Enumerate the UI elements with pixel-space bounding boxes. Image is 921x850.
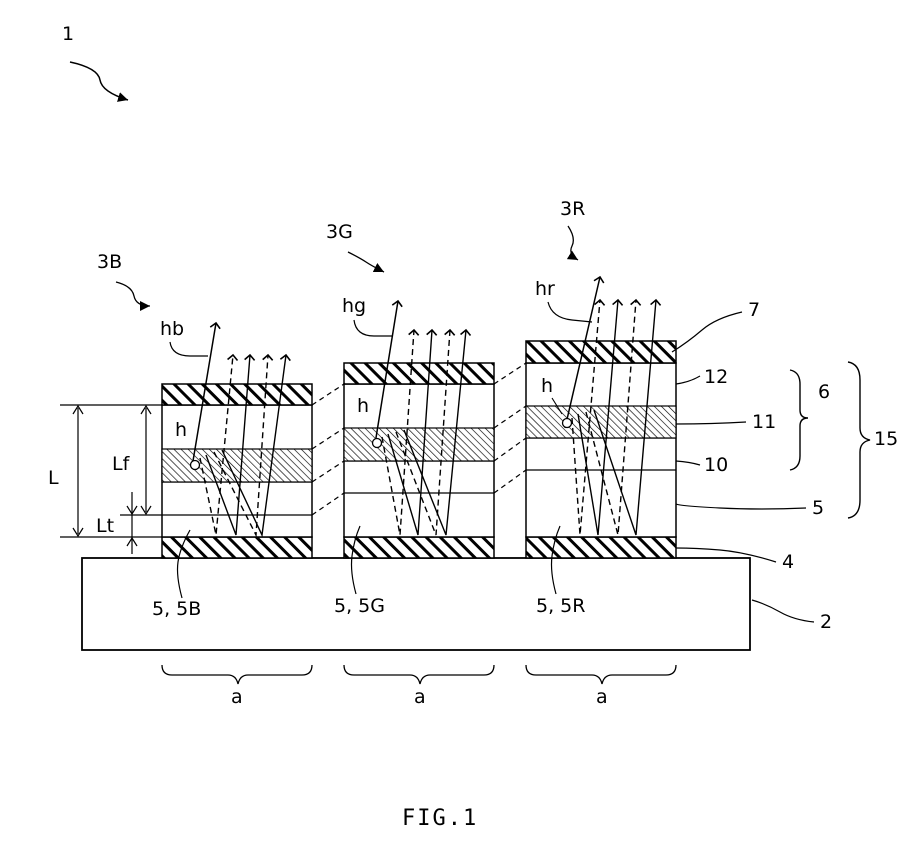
ref-7-leader	[672, 312, 742, 352]
ref-11-leader	[676, 422, 746, 424]
pixel-r-label-pointer	[568, 226, 578, 260]
brace-15	[848, 362, 870, 518]
layer-5r-label: 5, 5R	[536, 595, 585, 617]
ref-5-leader	[676, 504, 806, 509]
ref-11-label: 11	[752, 411, 776, 433]
dimension-Lt-label: Lt	[96, 515, 114, 537]
ref-2-leader	[752, 600, 814, 622]
pixel-b-label: 3B	[97, 251, 122, 273]
ref-7-label: 7	[748, 299, 760, 321]
pixel-b-electrode-7	[162, 384, 312, 405]
pixel-r-emitting-layer-11	[526, 406, 676, 438]
pixel-b-label-pointer	[116, 282, 150, 306]
dimension-L-label: L	[48, 467, 59, 489]
ref-15-label: 15	[874, 428, 898, 450]
pixel-g	[344, 301, 494, 558]
light-hb-label: hb	[160, 318, 184, 340]
emission-r-label: h	[541, 375, 553, 397]
ref-12-leader	[676, 376, 700, 384]
figure-number-label: 1	[62, 23, 74, 45]
layer-5b-label: 5, 5B	[152, 598, 201, 620]
light-hb-leader	[170, 342, 208, 356]
pixel-g-label: 3G	[326, 221, 353, 243]
width-g-label: a	[414, 686, 426, 708]
pixel-r-electrode-7	[526, 341, 676, 363]
ref-12-label: 12	[704, 366, 728, 388]
emission-g-label: h	[357, 395, 369, 417]
light-hr-leader	[548, 302, 592, 322]
pixel-g-electrode-7	[344, 363, 494, 384]
pixel-g-emitting-layer-11	[344, 428, 494, 461]
pixel-b-emission-point	[191, 461, 200, 470]
pixel-g-reflective-layer-4	[344, 537, 494, 558]
ref-2-label: 2	[820, 611, 832, 633]
emission-b-label: h	[175, 419, 187, 441]
light-hg-label: hg	[342, 295, 366, 317]
dimension-Lf-label: Lf	[112, 453, 131, 475]
pixel-r	[526, 277, 676, 558]
figure-number-pointer	[70, 62, 128, 100]
ref-5-label: 5	[812, 497, 824, 519]
ref-4-label: 4	[782, 551, 794, 573]
pixel-b-emitting-layer-11	[162, 449, 312, 482]
layer-5g-label: 5, 5G	[334, 595, 385, 617]
pixel-r-reflective-layer-4	[526, 537, 676, 558]
width-b-label: a	[231, 686, 243, 708]
brace-6	[790, 370, 808, 470]
ref-10-leader	[676, 461, 700, 465]
light-hr-label: hr	[535, 278, 555, 300]
pixel-g-label-pointer	[348, 252, 384, 272]
width-r-label: a	[596, 686, 608, 708]
pixel-r-emission-point	[563, 419, 572, 428]
light-hg-leader	[354, 320, 392, 336]
pixel-r-label: 3R	[560, 198, 585, 220]
ref-6-label: 6	[818, 381, 830, 403]
pixel-g-emission-point	[373, 439, 382, 448]
width-braces	[162, 665, 676, 684]
ref-10-label: 10	[704, 454, 728, 476]
figure-caption: FIG.1	[402, 806, 478, 831]
